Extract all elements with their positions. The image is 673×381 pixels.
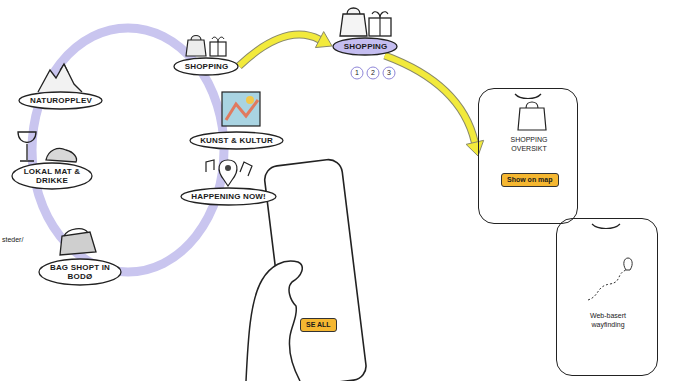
category-plate: SHOPPING	[173, 57, 239, 76]
gift-ribbon	[372, 12, 388, 36]
step-number: 1	[355, 69, 359, 77]
category-plate: BAG SHOPT IN BODØ	[38, 258, 122, 286]
category-plate: SHOPPING	[332, 37, 398, 56]
action-button: SE ALL	[300, 318, 337, 332]
node-text: Web-basert wayfinding	[575, 311, 641, 329]
mountain-icon	[38, 64, 82, 92]
plate-ellipse	[19, 92, 102, 109]
gift-ribbon	[212, 37, 224, 56]
step-number: 2	[371, 69, 375, 77]
route-pin	[624, 258, 632, 270]
arrow-outline	[385, 56, 475, 143]
category-plate: HAPPENING NOW!	[180, 187, 277, 206]
node-text: KUNST & KULTUR	[200, 136, 274, 145]
pin-dot	[225, 165, 231, 171]
node-text: SHOPPING OVERSIKT	[499, 135, 559, 153]
painting-sun	[246, 96, 254, 104]
yellow-arrow	[385, 56, 484, 157]
food-icon	[46, 148, 77, 162]
step-circle	[351, 67, 363, 79]
music-icons	[206, 160, 252, 176]
phone-screen: Web-basert wayfinding	[556, 218, 658, 376]
cut-note: steder/	[2, 236, 23, 244]
node-text: HAPPENING NOW!	[191, 192, 267, 201]
arrow-body	[385, 56, 475, 143]
node-text: SHOPPING	[343, 42, 388, 51]
bag-icon	[60, 232, 96, 255]
step-number: 3	[387, 69, 391, 77]
phone-notch	[592, 224, 620, 229]
category-plate: LOKAL MAT & DRIKKE	[11, 162, 93, 190]
step-circle	[367, 67, 379, 79]
painting-icon	[222, 92, 260, 126]
arrow-head	[315, 32, 332, 48]
plate-ellipse	[181, 188, 276, 205]
hand	[246, 261, 302, 381]
arrow-outline	[239, 35, 320, 66]
plate-ellipse	[39, 259, 121, 285]
plate-ellipse	[333, 38, 397, 55]
route-path	[588, 270, 626, 300]
arrow-head	[466, 140, 484, 156]
category-plate: NATUROPPLEV	[18, 91, 103, 110]
wine-icon	[18, 132, 36, 161]
node-text: SHOPPING	[184, 62, 229, 71]
arrow-body	[239, 35, 320, 66]
phone-notch	[515, 94, 541, 99]
bag-icon	[186, 36, 206, 57]
pin-icon	[219, 160, 237, 186]
yellow-arrow	[239, 32, 332, 66]
mountain-snow	[60, 64, 68, 72]
step-circle	[383, 67, 395, 79]
painting-strokes	[226, 100, 258, 120]
bag-handle	[64, 229, 88, 236]
category-plate: KUNST & KULTUR	[189, 131, 284, 150]
plate-ellipse	[12, 163, 92, 189]
bag-icon	[340, 8, 367, 36]
node-text: Show on map	[507, 176, 553, 184]
node-text: LOKAL MAT & DRIKKE	[22, 167, 82, 185]
plate-ellipse	[174, 58, 238, 75]
node-text: NATUROPPLEV	[29, 96, 93, 105]
plate-ellipse	[190, 132, 283, 149]
action-button: Show on map	[501, 173, 559, 187]
node-text: BAG SHOPT IN BODØ	[49, 263, 111, 281]
bag-icon	[518, 102, 546, 130]
node-text: SE ALL	[306, 321, 331, 329]
phone-screen: SHOPPING OVERSIKT Show on map	[478, 88, 578, 224]
